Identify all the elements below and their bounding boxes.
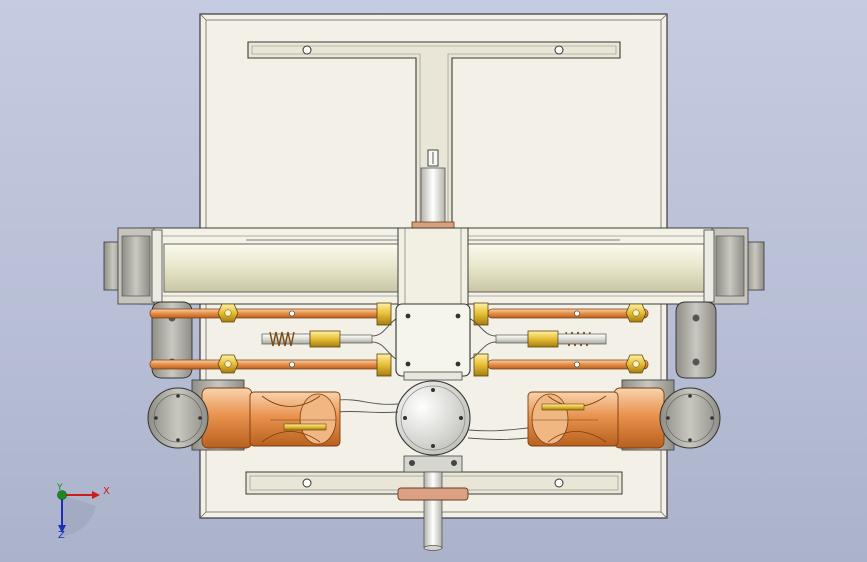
- center-column: [397, 227, 469, 307]
- z-axis-label: Z: [58, 530, 65, 541]
- mount-hole: [554, 45, 564, 55]
- right-bracket-plate: [675, 301, 717, 379]
- copper-tube-upper-right: [487, 308, 649, 319]
- x-axis-label: X: [103, 486, 110, 497]
- left-gripper: [191, 379, 341, 451]
- axis-triad: [57, 490, 100, 536]
- hex-nut: [625, 303, 647, 323]
- left-end-disc: [147, 387, 209, 449]
- copper-tube-lower-left: [149, 359, 381, 370]
- right-end-disc: [659, 387, 721, 449]
- lower-shaft: [397, 455, 469, 551]
- hex-nut: [217, 303, 239, 323]
- mount-hole: [554, 478, 564, 488]
- right-gripper: [527, 379, 675, 451]
- triad-quarter-disc: [62, 495, 96, 536]
- brass-coupler: [376, 302, 392, 326]
- brass-fittings: [217, 302, 647, 377]
- spring-actuator-right: [495, 330, 607, 348]
- mount-hole: [302, 478, 312, 488]
- right-end-clamp: [703, 227, 765, 305]
- spring-actuator-left: [261, 330, 373, 348]
- upper-shaft: [411, 149, 455, 233]
- left-end-clamp: [103, 227, 163, 305]
- copper-tube-lower-right: [487, 359, 649, 370]
- mount-hole: [302, 45, 312, 55]
- y-axis-dot: [57, 490, 67, 500]
- brass-coupler: [473, 353, 489, 377]
- central-valve-block: [395, 303, 471, 377]
- brass-coupler: [376, 353, 392, 377]
- copper-tube-upper-left: [149, 308, 381, 319]
- motor-leads: [337, 399, 529, 440]
- hex-nut: [625, 354, 647, 374]
- hex-nut: [217, 354, 239, 374]
- y-axis-label: Y: [57, 483, 63, 493]
- motor-housing: [395, 371, 471, 456]
- brass-coupler: [473, 302, 489, 326]
